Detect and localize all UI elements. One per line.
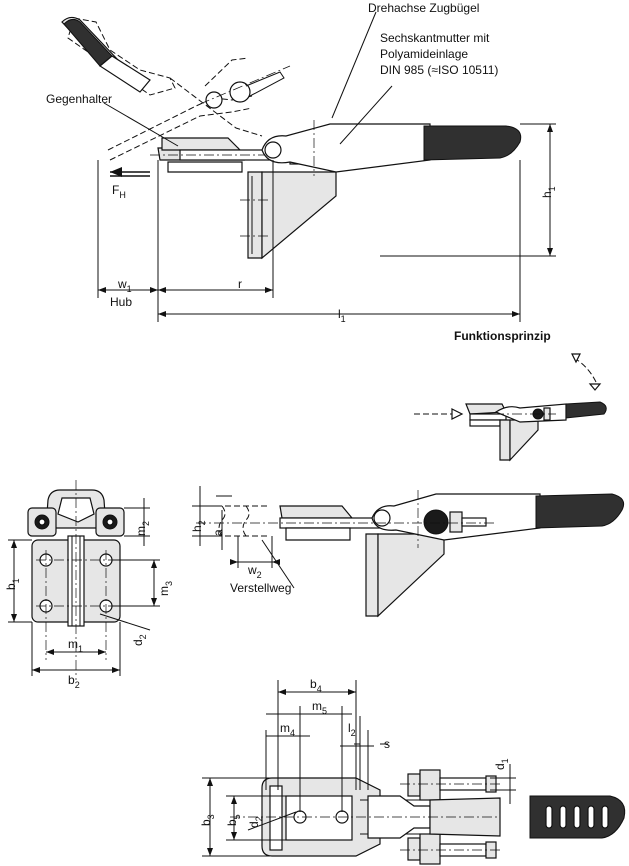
label-b4: b4 — [310, 677, 322, 694]
lever-closed — [261, 120, 522, 176]
label-b5: b5 — [225, 814, 242, 826]
label-w2: w2 — [247, 563, 262, 580]
leader-gegenhalter — [103, 102, 179, 147]
function-principle — [414, 353, 607, 462]
label-r: r — [238, 277, 242, 291]
label-l2: l2 — [348, 721, 356, 738]
middle-side-view — [192, 486, 625, 618]
label-h2: h2 — [190, 520, 207, 532]
label-s: s — [384, 737, 390, 751]
label-l1: l1 — [338, 307, 346, 324]
leader-drehachse — [331, 11, 377, 119]
label-m1: m1 — [68, 637, 83, 654]
label-m2: m2 — [134, 521, 151, 536]
label-m4: m4 — [280, 721, 295, 738]
force-arrow — [110, 167, 150, 177]
label-b3: b3 — [199, 814, 216, 826]
label-drehachse: Drehachse Zugbügel — [368, 1, 479, 15]
label-m5: m5 — [312, 699, 327, 716]
label-sechskant-3: DIN 985 (≈ISO 10511) — [380, 63, 498, 77]
label-m3: m3 — [157, 581, 174, 596]
leader-sechskant — [339, 85, 393, 145]
label-hub: Hub — [110, 295, 132, 309]
label-a: a — [211, 529, 225, 536]
label-verstellweg: Verstellweg — [230, 581, 291, 595]
open-handle-dashed — [61, 16, 291, 161]
label-d1: d1 — [493, 758, 510, 770]
label-fh: FH — [112, 183, 126, 200]
top-view — [202, 680, 626, 865]
main-side-view — [61, 11, 556, 322]
open-pivot — [205, 91, 223, 109]
front-view — [8, 480, 160, 680]
label-b2: b2 — [68, 673, 80, 690]
label-w1: w1 — [117, 277, 132, 294]
label-b1: b1 — [4, 578, 21, 590]
handle-grip — [423, 125, 522, 161]
lever-pivot — [264, 141, 282, 159]
label-h1: h1 — [540, 186, 557, 198]
label-gegenhalter: Gegenhalter — [46, 92, 112, 106]
label-d2: d2 — [131, 634, 148, 646]
label-sechskant-1: Sechskantmutter mit — [380, 31, 490, 45]
base-bracket — [240, 171, 337, 260]
open-ball-joint — [229, 81, 251, 103]
label-d2-top: d2 — [247, 816, 264, 828]
label-sechskant-2: Polyamideinlage — [380, 47, 468, 61]
label-funktionsprinzip: Funktionsprinzip — [454, 329, 551, 343]
